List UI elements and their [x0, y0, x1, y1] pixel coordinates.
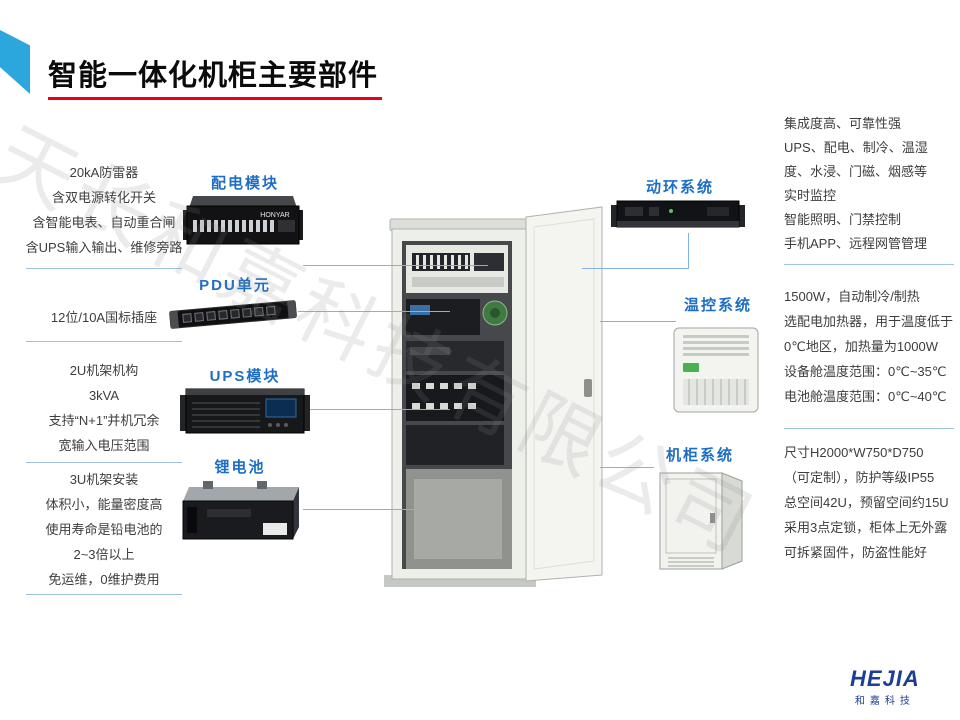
connector-cabinet-system	[600, 467, 654, 468]
ups-display	[265, 398, 297, 418]
note-ups: 2U机架机构 3kVA 支持“N+1”并机冗余 宽输入电压范围	[48, 363, 160, 453]
temp-display	[683, 363, 699, 372]
lithium-battery-image	[182, 481, 299, 540]
connector-battery	[303, 509, 450, 510]
air-conditioner-image	[673, 327, 759, 413]
label-pdu-unit: PDU单元	[199, 277, 271, 294]
brand-text: HONYAR	[260, 212, 289, 219]
divider	[784, 428, 954, 429]
page-title: 智能一体化机柜主要部件	[48, 60, 379, 92]
title-chevron-decoration	[0, 30, 30, 94]
small-cabinet-image	[659, 472, 743, 570]
connector-environment-monitoring-vertical	[688, 233, 689, 268]
label-temperature-control-system: 温控系统	[683, 297, 752, 314]
ups-module-image	[180, 388, 310, 434]
label-cabinet-system: 机柜系统	[665, 447, 734, 464]
pdu-strip-image	[169, 300, 297, 329]
note-pdu: 12位/10A国标插座	[50, 310, 158, 325]
label-power-distribution-module: 配电模块	[210, 175, 279, 192]
note-battery: 3U机架安装 体积小，能量密度高 使用寿命是铅电池的 2~3倍以上 免运维，0维…	[45, 472, 163, 587]
title-underline	[48, 97, 382, 100]
note-temperature-control: 1500W，自动制冷/制热 选配电加热器，用于温度低于 0℃地区，加热量为100…	[784, 289, 954, 404]
cabinet-image	[384, 206, 603, 587]
company-logo: HEJIA 和嘉科技	[850, 666, 920, 708]
connector-environment-monitoring-horizontal	[582, 268, 689, 269]
cabinet-door	[525, 206, 603, 582]
logo-chinese-name: 和嘉科技	[854, 696, 915, 707]
connector-ups	[310, 409, 450, 410]
connector-temperature-control	[600, 321, 676, 322]
note-power-distribution: 20kA防雷器 含双电源转化开关 含智能电表、自动重合闸 含UPS输入输出、维修…	[25, 165, 183, 255]
note-environment-monitoring: 集成度高、可靠性强 UPS、配电、制冷、温湿 度、水浸、门磁、烟感等 实时监控 …	[784, 116, 928, 251]
logo-wordmark: HEJIA	[850, 666, 920, 691]
connector-power-distribution	[303, 265, 488, 266]
label-lithium-battery: 锂电池	[214, 459, 266, 476]
divider	[26, 594, 182, 595]
label-environment-monitoring-system: 动环系统	[645, 179, 714, 196]
divider	[26, 462, 182, 463]
divider	[26, 341, 182, 342]
power-distribution-module-image: HONYAR	[183, 196, 303, 245]
note-cabinet-spec: 尺寸H2000*W750*D750 （可定制），防护等级IP55 总空间42U，…	[784, 445, 949, 560]
label-ups-module: UPS模块	[209, 368, 281, 385]
connector-pdu	[298, 311, 450, 312]
cabinet-door-lock	[584, 379, 592, 397]
divider	[26, 268, 182, 269]
environment-monitoring-unit-image	[611, 200, 745, 228]
divider	[784, 264, 954, 265]
